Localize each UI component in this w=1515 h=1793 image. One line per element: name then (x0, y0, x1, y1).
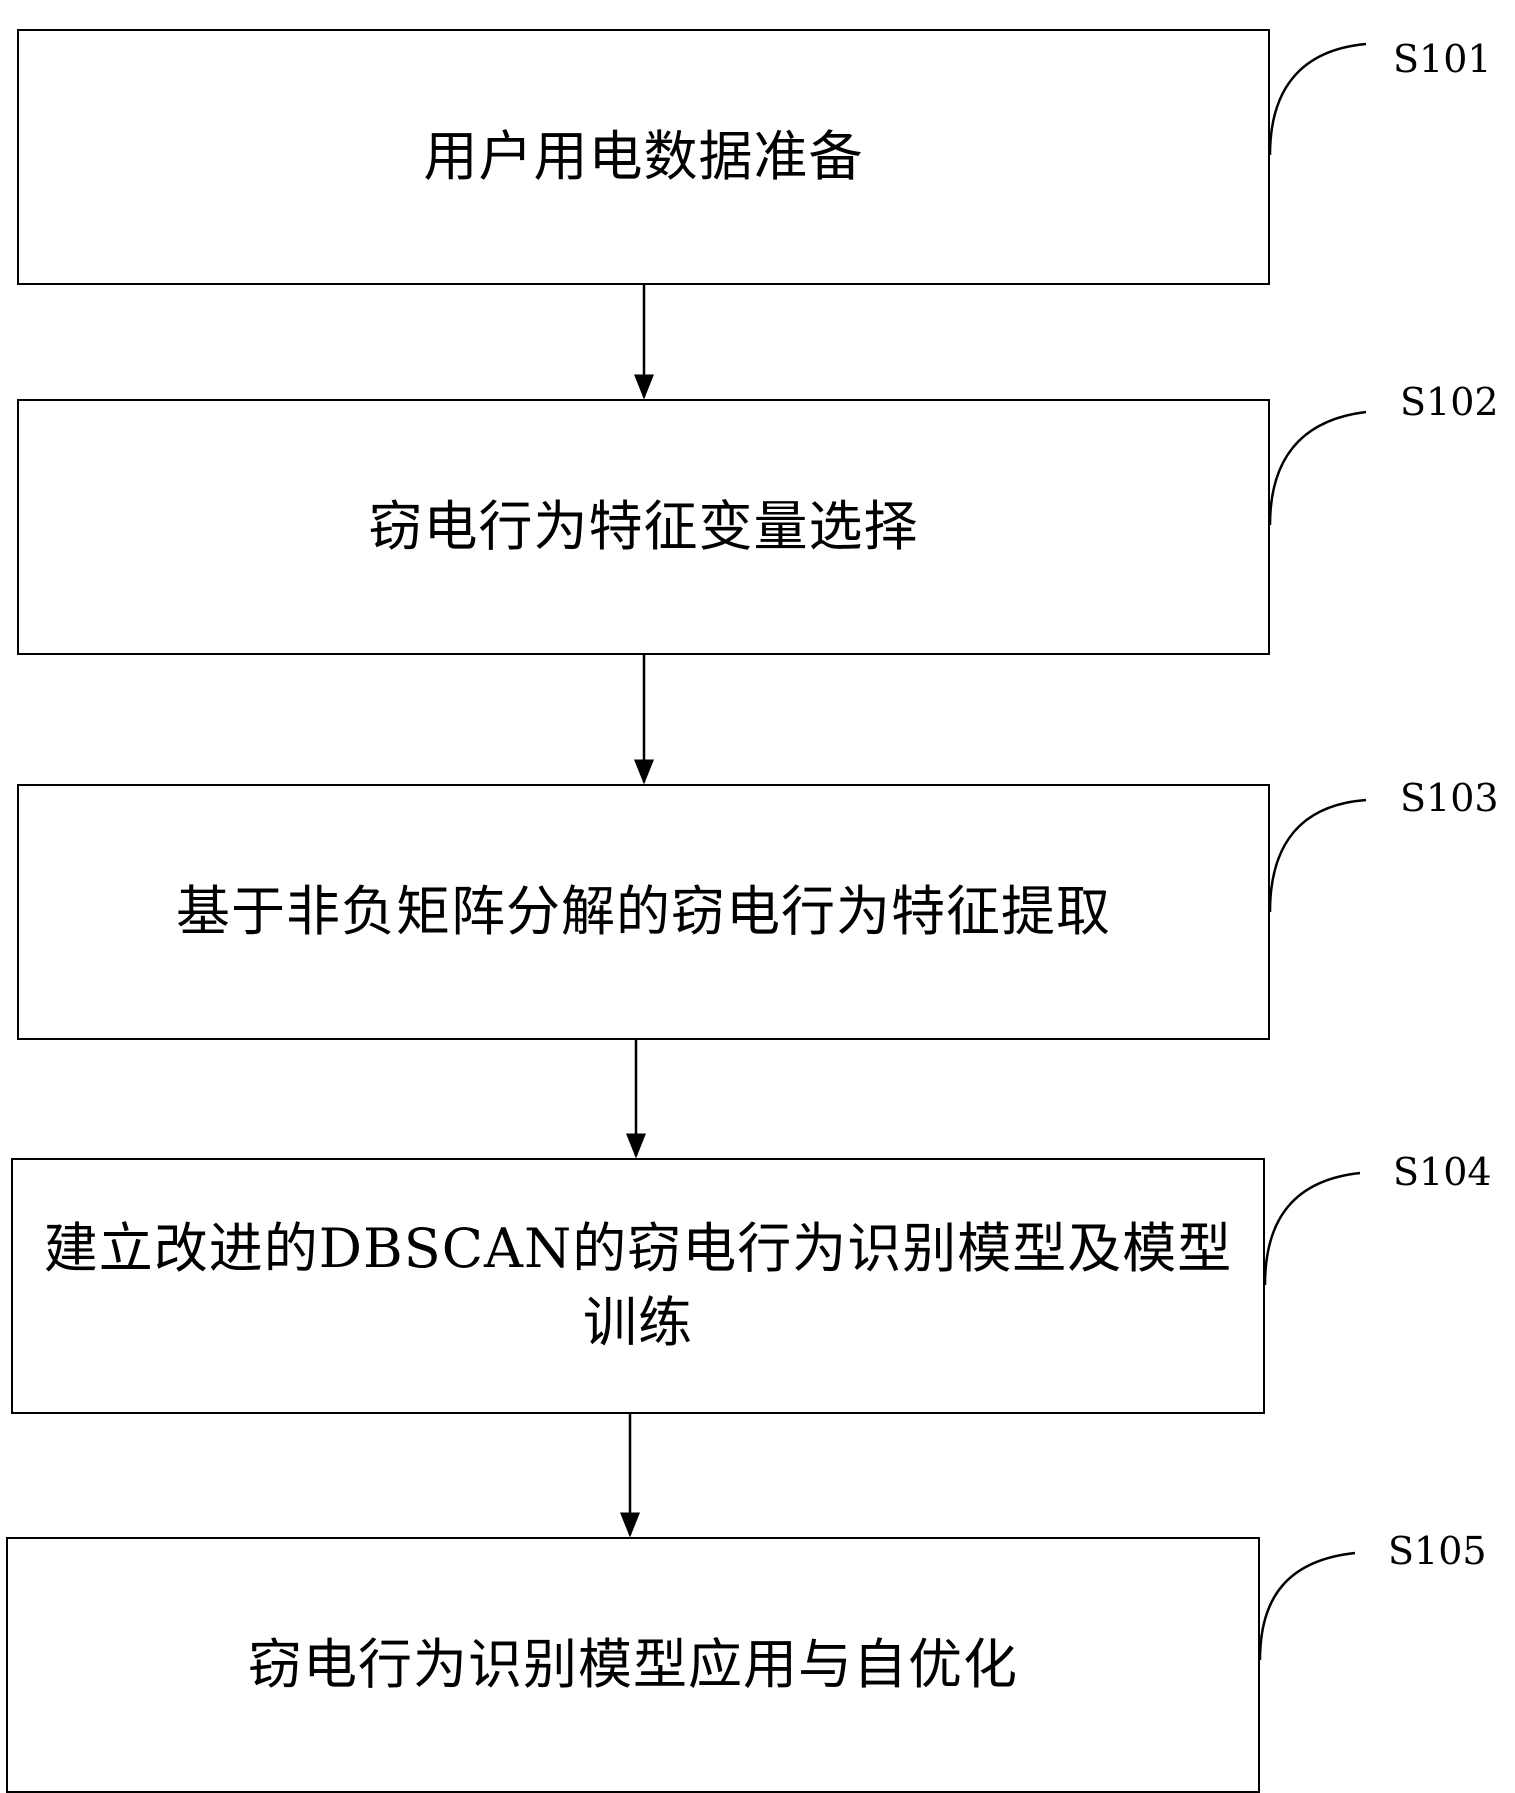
step-label-s101: S101 (1393, 37, 1492, 81)
step-box-s101: 用户用电数据准备 (17, 29, 1270, 285)
step-text-s102: 窃电行为特征变量选择 (368, 495, 919, 558)
step-text-s101: 用户用电数据准备 (423, 125, 864, 188)
step-box-s103: 基于非负矩阵分解的窃电行为特征提取 (17, 784, 1270, 1040)
step-box-s104: 建立改进的DBSCAN的窃电行为识别模型及模型训练 (11, 1158, 1265, 1414)
step-text-s104: 建立改进的DBSCAN的窃电行为识别模型及模型训练 (43, 1217, 1233, 1354)
leader-line-s105 (1258, 1551, 1356, 1661)
step-box-s105: 窃电行为识别模型应用与自优化 (6, 1537, 1260, 1793)
step-label-s103: S103 (1400, 776, 1499, 820)
step-label-s104: S104 (1393, 1150, 1492, 1194)
step-label-s105: S105 (1388, 1529, 1487, 1573)
leader-line-s104 (1263, 1171, 1361, 1286)
step-box-s102: 窃电行为特征变量选择 (17, 399, 1270, 655)
step-label-s102: S102 (1400, 380, 1499, 424)
step-text-s105: 窃电行为识别模型应用与自优化 (248, 1633, 1018, 1696)
step-text-s103: 基于非负矩阵分解的窃电行为特征提取 (176, 880, 1111, 943)
leader-line-s103 (1268, 798, 1367, 913)
leader-line-s102 (1268, 410, 1367, 526)
leader-line-s101 (1268, 42, 1367, 156)
